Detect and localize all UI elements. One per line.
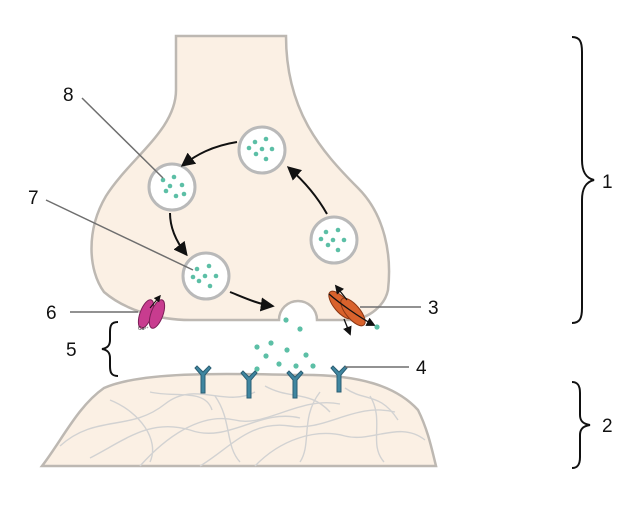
label-6: 6	[46, 303, 57, 324]
brace-1-icon	[571, 36, 595, 324]
receptor-icon	[194, 365, 348, 399]
presynaptic-terminal	[90, 34, 391, 322]
label-2: 2	[602, 416, 613, 437]
calcium-channel-icon: Ca²⁺	[137, 294, 166, 332]
label-8: 8	[63, 85, 74, 106]
vesicle-cycle-arrows	[169, 141, 328, 312]
brace-2-icon	[571, 381, 591, 469]
calcium-ion-label: Ca²⁺	[138, 326, 149, 332]
vesicle-right	[309, 215, 359, 265]
label-7: 7	[28, 188, 39, 209]
pointer-lines	[45, 97, 421, 368]
label-1: 1	[602, 172, 613, 193]
label-5: 5	[66, 340, 77, 361]
neurotransmitter-molecules	[254, 317, 380, 372]
label-4: 4	[416, 358, 427, 379]
vesicle-top	[237, 125, 287, 175]
postsynaptic-filaments	[59, 385, 426, 467]
reuptake-transporter-icon	[328, 284, 376, 336]
postsynaptic-cell	[39, 372, 438, 468]
label-3: 3	[428, 298, 439, 319]
brace-5-icon	[101, 321, 119, 377]
vesicle-7	[181, 251, 231, 301]
